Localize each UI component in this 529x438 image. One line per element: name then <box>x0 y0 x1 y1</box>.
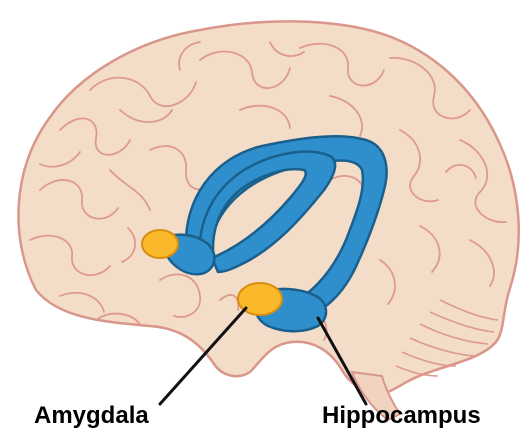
amygdala-label: Amygdala <box>34 402 149 430</box>
hippocampus-label: Hippocampus <box>322 402 481 430</box>
amygdala-left <box>142 230 178 258</box>
brain-outline <box>18 21 518 393</box>
